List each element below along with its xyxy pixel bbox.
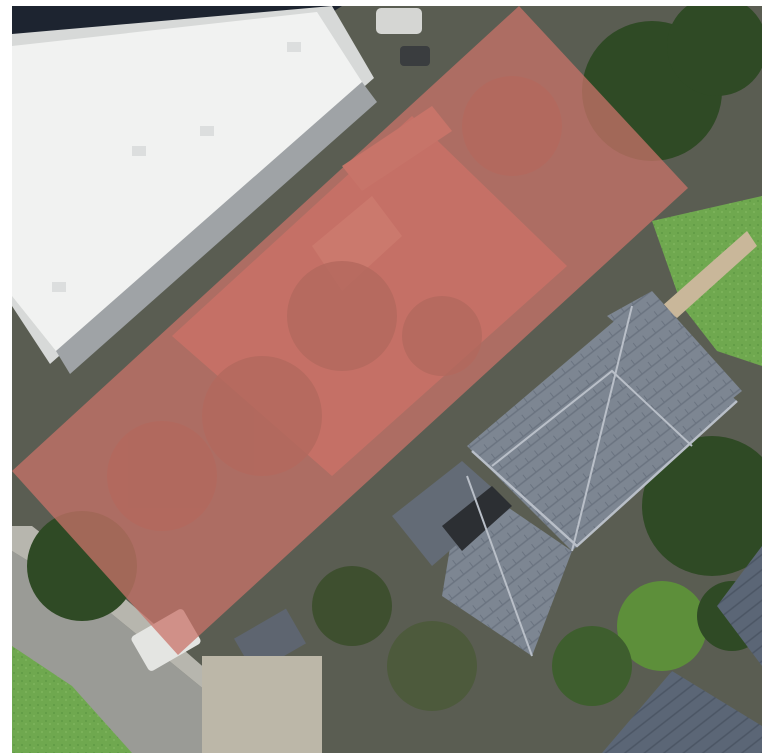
vehicle bbox=[376, 8, 422, 34]
satellite-map bbox=[12, 6, 762, 753]
white-roof-building bbox=[12, 6, 377, 374]
dark-shingle-roof bbox=[602, 671, 762, 753]
dark-shingle-roof bbox=[717, 546, 762, 666]
garden-path bbox=[662, 231, 757, 318]
driveway bbox=[202, 656, 322, 753]
gray-shingle-house bbox=[392, 291, 742, 657]
highlighted-parcel[interactable] bbox=[12, 6, 688, 655]
lawn-area bbox=[12, 646, 132, 753]
vehicle bbox=[400, 46, 430, 66]
map-viewport[interactable] bbox=[12, 6, 762, 753]
